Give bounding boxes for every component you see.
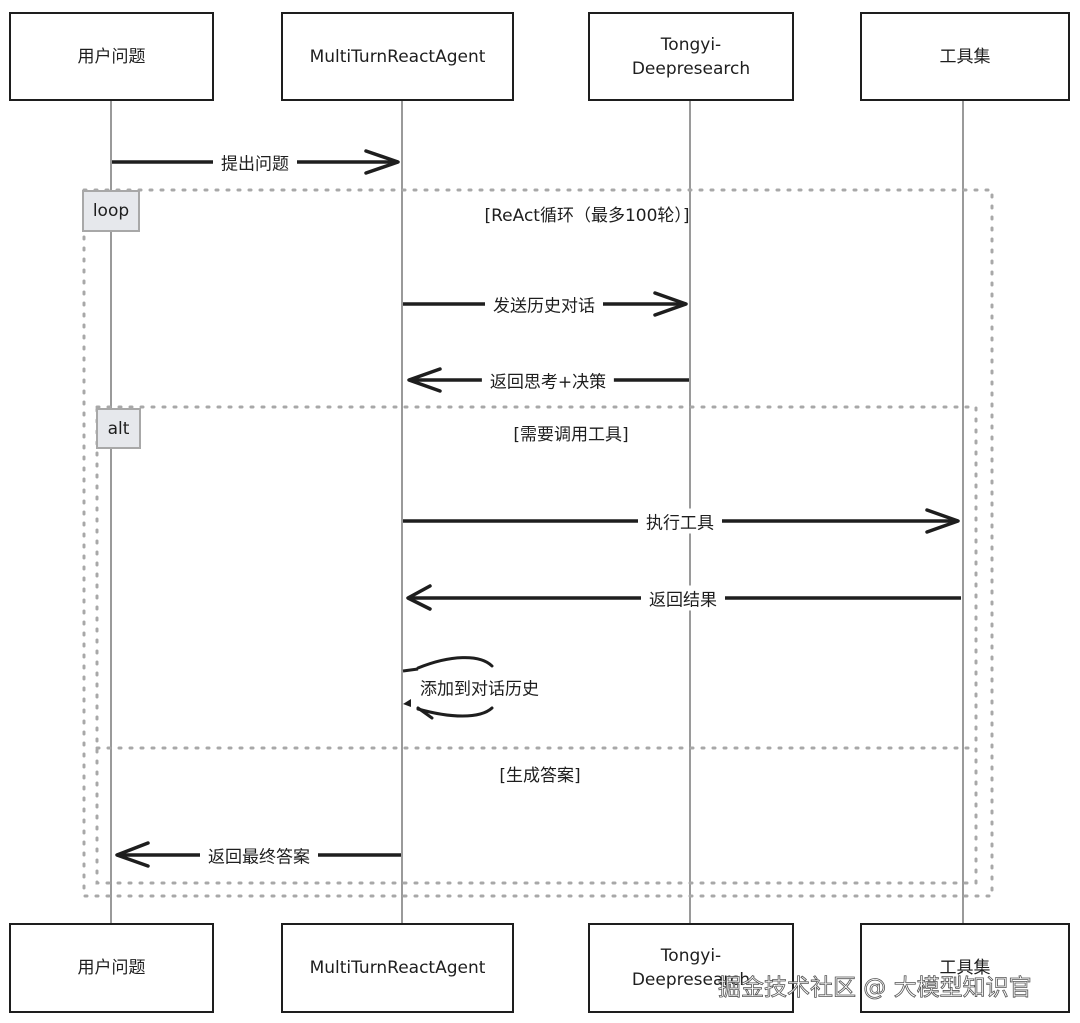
actor-box-bottom-user: 用户问题: [9, 923, 214, 1013]
actor-box-top-user: 用户问题: [9, 12, 214, 101]
watermark: 掘金技术社区 @ 大模型知识官: [718, 975, 1032, 1002]
actor-label: MultiTurnReactAgent: [309, 46, 486, 67]
actor-box-top-agent: MultiTurnReactAgent: [281, 12, 514, 101]
message-arrow-6-self: [402, 656, 494, 720]
lifeline-tools: [962, 100, 964, 923]
actor-label: MultiTurnReactAgent: [309, 958, 486, 978]
alt-tag-label: alt: [107, 418, 130, 439]
actor-label: 用户问题: [77, 46, 146, 67]
actor-box-bottom-tools: 工具集: [860, 923, 1070, 1013]
actor-box-bottom-agent: MultiTurnReactAgent: [281, 923, 514, 1013]
message-label-4: 执行工具: [638, 508, 722, 534]
loop-condition: [ReAct循环（最多100轮）]: [484, 206, 690, 226]
lifeline-user: [110, 100, 112, 923]
actor-label: 用户问题: [77, 958, 146, 978]
loop-tag-label: loop: [92, 201, 130, 221]
loop-frame-tag: loop: [82, 190, 140, 232]
actor-label: 工具集: [939, 46, 991, 67]
alt-condition: [需要调用工具]: [513, 425, 629, 445]
actor-box-top-tools: 工具集: [860, 12, 1070, 101]
alt-frame: [95, 405, 978, 885]
message-label-3: 返回思考+决策: [481, 367, 615, 393]
message-label-5: 返回结果: [641, 585, 725, 611]
message-label-2: 发送历史对话: [485, 291, 603, 317]
message-label-1: 提出问题: [213, 149, 297, 175]
alt-else-condition: [生成答案]: [499, 766, 581, 786]
actor-label: Tongyi- Deepresearch: [631, 946, 751, 990]
actor-label: Tongyi- Deepresearch: [631, 34, 751, 79]
loop-frame: [82, 188, 994, 898]
actor-box-top-tongyi: Tongyi- Deepresearch: [588, 12, 794, 101]
alt-frame-tag: alt: [96, 408, 141, 449]
actor-box-bottom-tongyi: Tongyi- Deepresearch: [588, 923, 794, 1013]
actor-label: 工具集: [939, 958, 991, 978]
message-label-7: 返回最终答案: [200, 842, 318, 868]
message-label-6: 添加到对话历史: [420, 679, 539, 700]
lifeline-agent: [401, 100, 403, 923]
